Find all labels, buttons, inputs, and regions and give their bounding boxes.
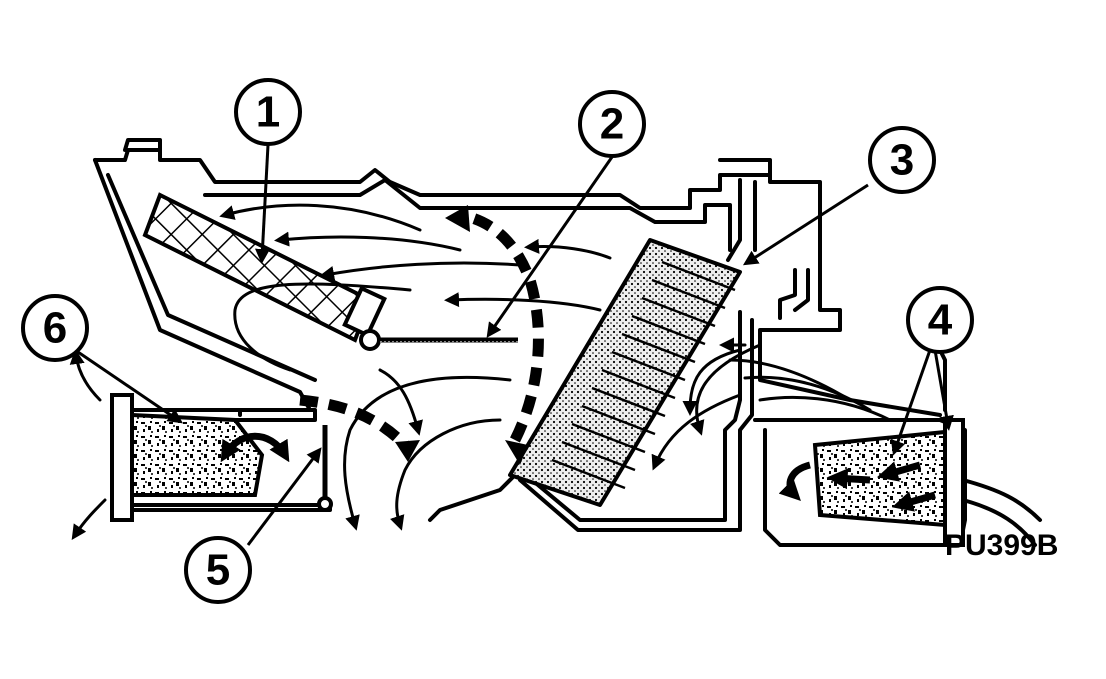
- dashed-airflow-arrows: [299, 205, 544, 465]
- mode-door-link: [317, 425, 333, 512]
- callout-1: 1: [234, 78, 302, 146]
- callout-3: 3: [868, 126, 936, 194]
- callout-6: 6: [21, 294, 89, 362]
- callout-2: 2: [578, 90, 646, 158]
- svg-text:3: 3: [890, 136, 914, 185]
- svg-text:5: 5: [206, 546, 230, 595]
- callout-leaders: [74, 144, 954, 546]
- recirc-arrows: [220, 432, 936, 512]
- blend-door-rod: [359, 329, 518, 351]
- right-filter-element: [812, 418, 1042, 547]
- callout-5: 5: [184, 536, 252, 604]
- heater-core: [508, 238, 742, 507]
- airflow-arrows: [69, 203, 892, 540]
- svg-text:1: 1: [256, 88, 280, 137]
- callout-4: 4: [906, 286, 974, 354]
- svg-text:2: 2: [600, 100, 624, 149]
- evaporator-core: [142, 192, 387, 343]
- svg-text:4: 4: [928, 296, 953, 345]
- left-filter-element: [110, 393, 265, 522]
- figure-code: PU399B: [945, 529, 1058, 562]
- svg-text:6: 6: [43, 304, 67, 353]
